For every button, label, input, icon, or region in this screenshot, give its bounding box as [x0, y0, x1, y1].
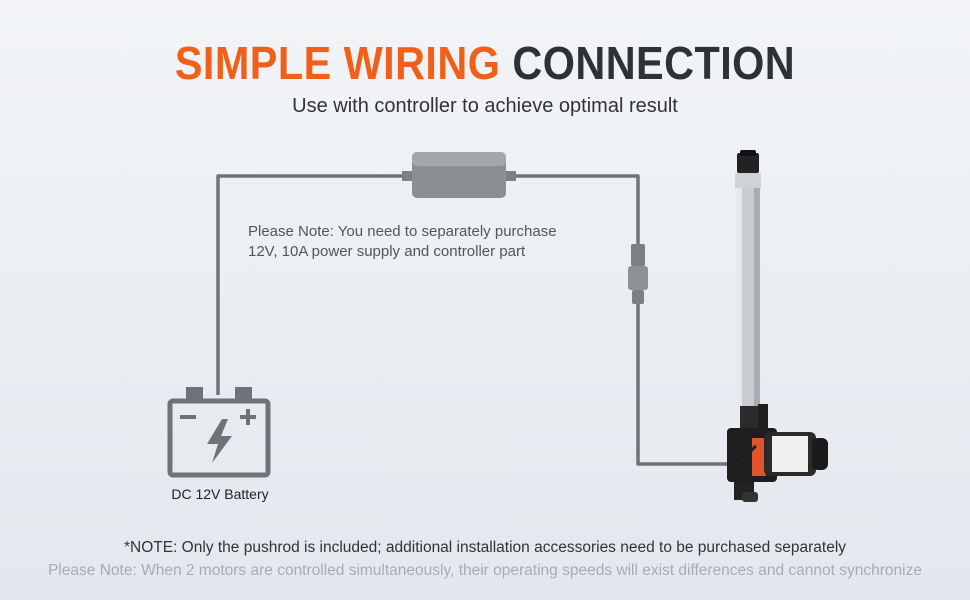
linear-actuator-image [727, 150, 828, 502]
page-title: SIMPLE WIRING CONNECTION [49, 36, 922, 90]
footer-note: *NOTE: Only the pushrod is included; add… [123, 539, 847, 556]
purchase-note-line-2: 12V, 10A power supply and controller par… [248, 243, 526, 260]
title-main: CONNECTION [512, 37, 796, 89]
purchase-note-line-1: Please Note: You need to separately purc… [248, 223, 557, 240]
title-accent: SIMPLE WIRING [174, 37, 501, 89]
wire-path [216, 174, 732, 466]
footer-warning: Please Note: When 2 motors are controlle… [48, 562, 922, 579]
controller-box [402, 152, 516, 198]
battery-label: DC 12V Battery [171, 486, 269, 502]
page-subtitle: Use with controller to achieve optimal r… [292, 95, 678, 117]
wire-connector [628, 244, 648, 304]
purchase-note: Please Note: You need to separately purc… [248, 222, 608, 262]
battery-icon [167, 387, 271, 478]
